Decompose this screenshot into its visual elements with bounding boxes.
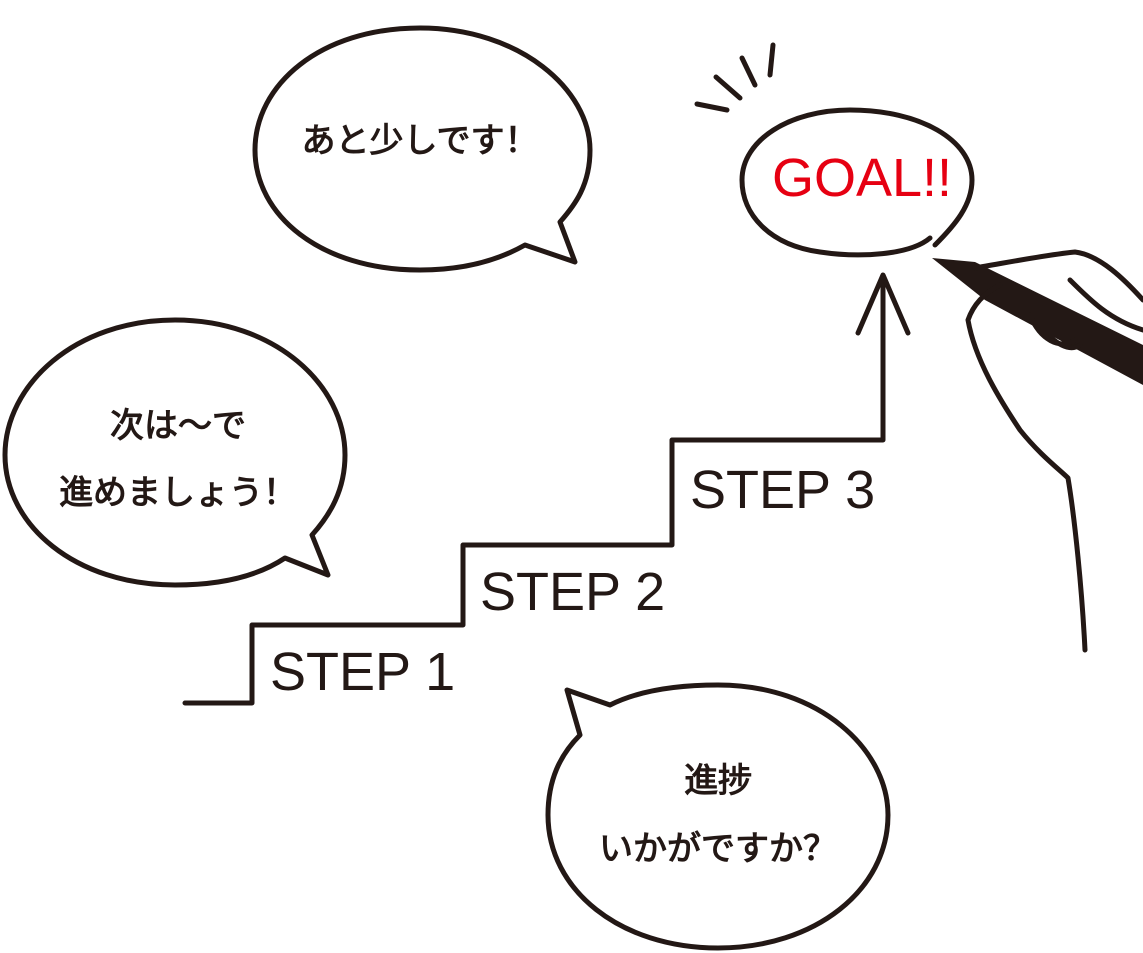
arrow-head-icon xyxy=(855,272,911,336)
emphasis-marks-icon xyxy=(694,42,776,113)
bubble-bottom-text-line2: いかがですか？ xyxy=(599,829,837,869)
step-3-label: STEP 3 xyxy=(690,460,875,520)
bubble-left-text-line1: 次は〜で xyxy=(110,406,246,446)
step-1-label: STEP 1 xyxy=(270,642,455,702)
bubble-left-text-line2: 進めましょう！ xyxy=(59,473,297,513)
bubble-bottom-text-line1: 進捗 xyxy=(684,761,752,801)
speech-bubble-top: あと少しです！ xyxy=(252,25,593,273)
bubble-top-text: あと少しです！ xyxy=(302,121,539,161)
goal-text: GOAL!! xyxy=(772,148,952,208)
goal-circle: GOAL!! xyxy=(739,107,975,258)
speech-bubble-bottom: 進捗 いかがですか？ xyxy=(545,682,891,951)
speech-bubble-left: 次は〜で 進めましょう！ xyxy=(2,317,348,588)
step-2-label: STEP 2 xyxy=(480,562,665,622)
hand-with-pen-icon xyxy=(932,249,1143,653)
staircase-line xyxy=(182,275,886,706)
